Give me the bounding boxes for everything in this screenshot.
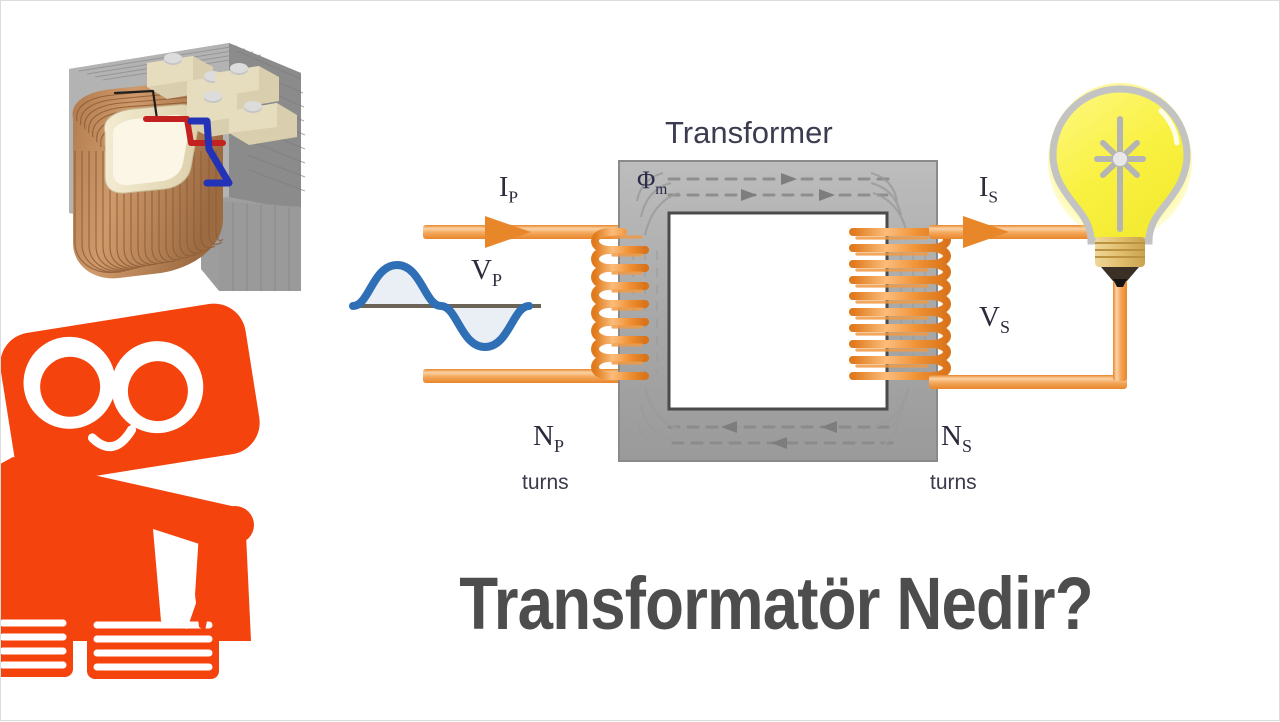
primary-voltage-label: VP [471,254,502,291]
secondary-voltage-subscript: S [999,316,1010,337]
primary-voltage-symbol: V [471,254,492,286]
secondary-voltage-label: VS [979,301,1010,338]
robot-face [23,336,204,452]
primary-current-arrow [485,216,531,248]
secondary-coil-front [855,236,929,368]
flux-label: Φm [637,167,667,199]
primary-voltage-subscript: P [491,269,502,290]
primary-turns-subscript: P [553,435,564,456]
secondary-turns-symbol: N [941,420,962,452]
secondary-turns-label: NS [941,420,972,457]
secondary-voltage-symbol: V [979,301,1000,333]
primary-turns-word: turns [522,471,569,494]
primary-turns-symbol: N [533,420,554,452]
primary-current-subscript: P [508,187,518,207]
secondary-current-label: IS [979,172,998,208]
robot-hand [216,506,254,544]
secondary-turns-subscript: S [961,435,972,456]
secondary-current-subscript: S [988,187,998,207]
primary-coil-front [611,235,643,365]
page-title: Transformatör Nedir? [459,562,1093,645]
secondary-current-arrow [963,216,1009,248]
primary-current-symbol: I [499,172,509,203]
robot-paper-left [1,611,73,677]
light-bulb [1048,83,1192,287]
secondary-coil [849,228,951,380]
diagram-title: Transformer [665,115,833,150]
primary-sine-wave [349,260,541,352]
flux-subscript: m [655,181,668,198]
primary-turns-label: NP [533,420,564,457]
primary-coil [591,228,649,380]
flux-symbol: Φ [637,167,656,194]
photo-copper-winding [72,80,224,279]
secondary-turns-word: turns [930,471,977,494]
secondary-current-symbol: I [979,172,989,203]
primary-current-label: IP [499,172,518,208]
primary-wires [423,216,623,383]
robot-paper-right [87,613,219,679]
